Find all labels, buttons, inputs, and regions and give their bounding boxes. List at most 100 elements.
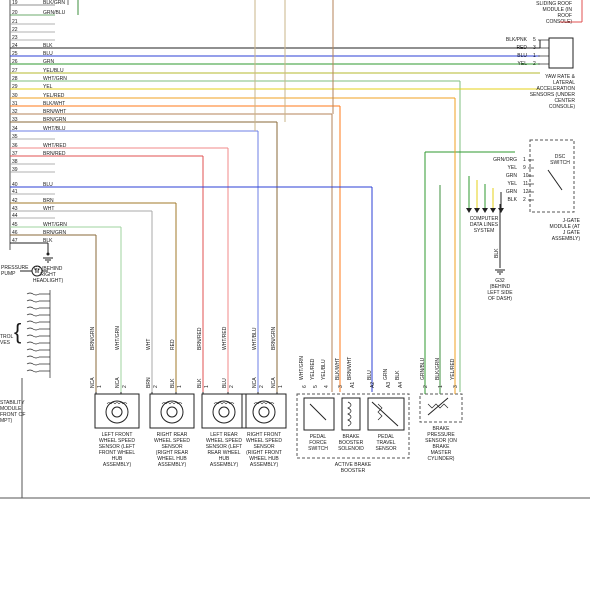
sensor-winding [118,402,124,405]
wheel-speed-sensor-label: RIGHT REAR [157,432,188,438]
g32-label: OF DASH) [488,296,512,302]
sensor-terminal-label: NCA [271,377,277,388]
dsc-pin-num: 9 [523,165,526,171]
sensor-wire-label: WHT/GRN [115,326,121,350]
pressure-pin-num: 3 [453,385,459,388]
pin-number: 31 [12,101,18,107]
sensor-winding [122,402,128,405]
datalines-label: DATA LINES [470,222,499,228]
dsc-pin-num: 2 [523,197,526,203]
sensor-winding [225,402,231,405]
sensor-pin-num: 1 [278,385,284,388]
dataline-arrow [482,208,488,213]
sensor-winding [110,402,116,405]
sensor-coil-inner [258,406,270,418]
pin-number: 23 [12,35,18,41]
yaw-pin-num: 3 [533,45,536,51]
pressure-wire-label: BLK/GRN [435,358,441,380]
yaw-pin-label: RED [516,45,527,51]
booster-part-label: PEDAL [378,434,395,440]
sensor-winding [253,402,259,405]
pin-wire-label: BLK/GRN [43,0,65,6]
pressure-wire-label: YEL/RED [450,358,456,380]
yaw-pin-num: 1 [533,53,536,59]
dsc-pin-label: YEL [508,181,518,187]
pin-number: 30 [12,93,18,99]
dataline-arrow [490,208,496,213]
sensor-winding [217,402,223,405]
stability-module-label: STABILITY [0,400,25,406]
pin-wire-label: BRN/GRN [43,117,66,123]
wheel-speed-sensor-label: WHEEL SPEED [99,438,135,444]
pin-number: 39 [12,167,18,173]
sensor-wire-label: RED [170,339,176,350]
sensor-pin-num: 1 [204,385,210,388]
sensor-winding [177,402,183,405]
booster-pin-num: 4 [324,385,330,388]
dsc-switch-arm [547,169,563,191]
sensor-winding [221,402,227,405]
pressure-pin-num: 2 [423,385,429,388]
pin-wire-label: YEL/BLU [43,68,64,74]
valve-coil [26,341,40,345]
stability-module-label: MPT) [0,418,13,424]
dsc-pin-num: 12 [523,189,529,195]
sensor-terminal-label: NCA [115,377,121,388]
pressure-pump-label: PRESSURE [1,265,29,271]
pressure-wiper [427,397,449,416]
sensor-coil-inner [218,406,230,418]
jgate-module-label: J GATE [563,230,581,236]
valve-coil [26,348,40,352]
dsc-pin-label: GRN [506,173,518,179]
booster-pin-num: 3 [338,385,344,388]
wheel-speed-sensor-label: FRONT WHEEL [99,450,136,456]
wheel-speed-sensor-label: SENSOR [161,444,183,450]
sensor-winding [173,402,179,405]
pin-number: 36 [12,143,18,149]
pedal-switch-arm [309,403,327,421]
dsc-pin-label: YEL [508,165,518,171]
sensor-wire-label: BRN/GRN [271,327,277,350]
jgate-module-label: ASSEMBLY) [552,236,581,242]
control-valves-label: TROL [0,334,14,340]
yaw-pin-label: BLU [517,53,527,59]
booster-pin-num: A3 [386,382,392,388]
pressure-sensor-label: PRESSURE [427,432,455,438]
sensor-pin-num: 2 [122,385,128,388]
sensor-winding [269,402,275,405]
wheel-speed-sensor-label: WHEEL SPEED [154,438,190,444]
booster-wire-label: GRN [383,369,389,381]
sliding-roof-label: CONSOLE) [546,19,572,25]
motor-letter: M [35,269,40,275]
g32-label: (BEHIND [490,284,511,290]
pin-wire-label: BLU [43,51,53,57]
wheel-speed-sensor-label: WHEEL SPEED [206,438,242,444]
sensor-coil-outer [212,400,236,424]
sensor-wire-label: BRN/GRN [90,327,96,350]
pin-number: 21 [12,19,18,25]
pin-wire-label: WHT/GRN [43,76,67,82]
pin-number: 42 [12,198,18,204]
sensor-coil-outer [252,400,276,424]
yaw-sensor-label: CENTER [554,98,575,104]
jgate-module-label: J-GATE [563,218,581,224]
yaw-sensor-label: YAW RATE & [545,74,576,80]
travel-sensor-wiper [371,401,399,427]
valve-coil [26,299,40,303]
pin-wire-label: WHT/GRN [43,222,67,228]
sensor-pin-num: 2 [229,385,235,388]
sensor-winding [213,402,219,405]
valve-coil [26,327,40,331]
brace: { [14,319,21,344]
booster-pin-num: A1 [350,382,356,388]
sliding-roof-label: ROOF [558,13,572,19]
active-brake-booster-label: BOOSTER [341,468,366,474]
booster-wire-label: BLK/WHT [335,358,341,380]
valve-coil [26,320,40,324]
wheel-speed-sensor-label: SENSOR (LEFT [206,444,242,450]
valve-coil [26,292,40,296]
pin-number: 27 [12,68,18,74]
yaw-pin-num: 5 [533,37,536,43]
